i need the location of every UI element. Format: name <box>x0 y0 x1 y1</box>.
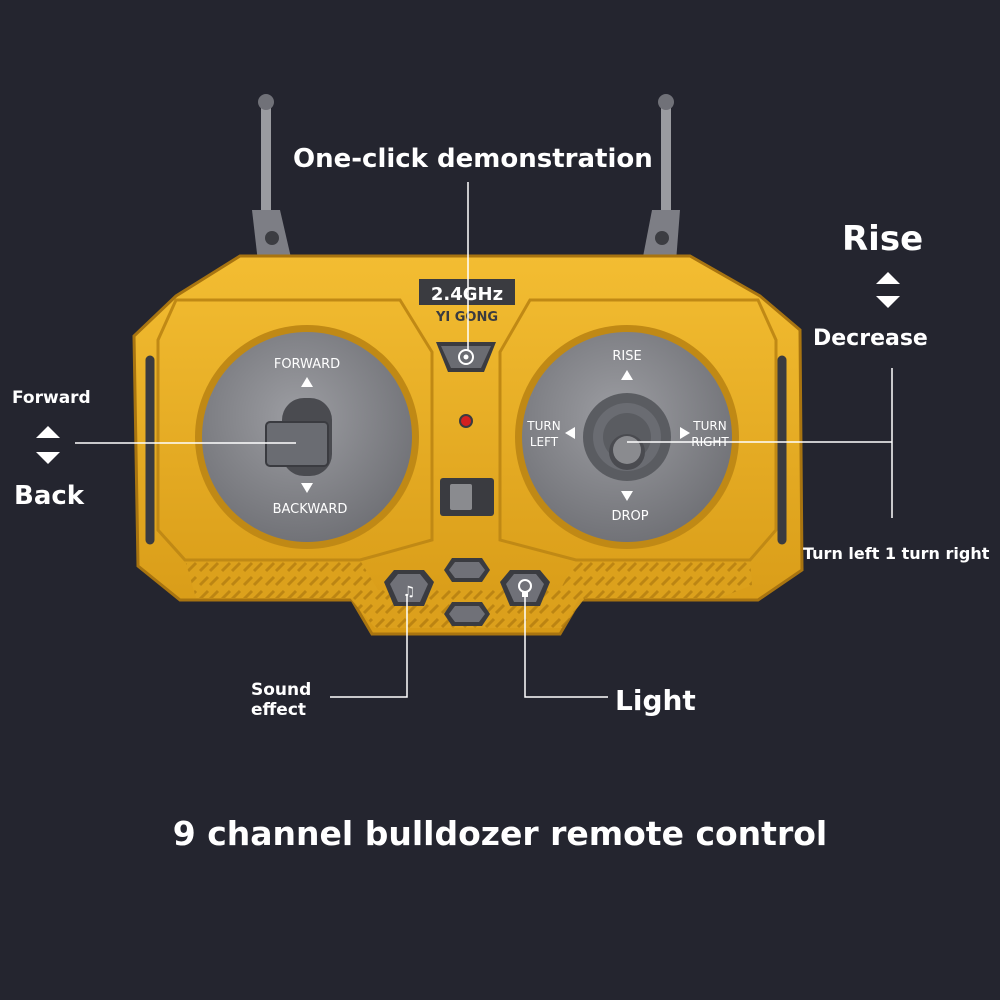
forward-label: FORWARD <box>274 357 340 372</box>
drop-arrow-icon <box>621 491 633 501</box>
rise-arrow-icon <box>621 370 633 380</box>
power-switch[interactable] <box>440 478 494 516</box>
back-down-icon <box>36 452 60 464</box>
turn-right-arrow-icon <box>680 427 690 439</box>
left-antenna <box>252 94 292 262</box>
sound-callout-line1: Sound <box>251 680 312 700</box>
rise-up-icon <box>876 272 900 284</box>
light-button[interactable] <box>500 570 550 606</box>
light-callout: Light <box>615 684 696 717</box>
back-callout: Back <box>14 481 85 511</box>
turn-right-label-1: TURN <box>692 419 726 433</box>
backward-label: BACKWARD <box>273 502 348 517</box>
forward-arrow-icon <box>301 377 313 387</box>
turn-callout: Turn left 1 turn right <box>803 544 990 563</box>
rise-label: RISE <box>612 349 641 364</box>
right-antenna <box>642 94 680 262</box>
turn-left-arrow-icon <box>565 427 575 439</box>
turn-left-label-2: LEFT <box>530 435 559 449</box>
center-bottom-button[interactable] <box>444 602 490 626</box>
sound-button[interactable]: ♫ <box>384 570 434 606</box>
decrease-callout: Decrease <box>813 326 928 351</box>
music-note-icon: ♫ <box>403 584 416 600</box>
demo-gear-icon <box>458 349 474 365</box>
right-joystick[interactable] <box>583 393 671 481</box>
power-led <box>459 414 473 428</box>
backward-arrow-icon <box>301 483 313 493</box>
page-caption: 9 channel bulldozer remote control <box>172 814 828 853</box>
forward-callout: Forward <box>12 388 91 408</box>
center-top-button[interactable] <box>444 558 490 582</box>
left-slide-stick[interactable] <box>265 398 332 476</box>
callout-lines <box>75 182 893 698</box>
turn-left-label-1: TURN <box>526 419 560 433</box>
demo-callout: One-click demonstration <box>293 144 653 174</box>
demo-button[interactable] <box>436 342 496 372</box>
sound-callout: Sound effect <box>251 680 331 720</box>
sound-callout-line2: effect <box>251 700 307 720</box>
rise-callout: Rise <box>842 219 924 259</box>
frequency-label: 2.4GHz <box>431 284 503 305</box>
forward-up-icon <box>36 426 60 438</box>
drop-label: DROP <box>611 509 648 524</box>
decrease-down-icon <box>876 296 900 308</box>
brand-plate: 2.4GHz YI GONG <box>419 279 515 325</box>
brand-label: YI GONG <box>435 310 498 325</box>
